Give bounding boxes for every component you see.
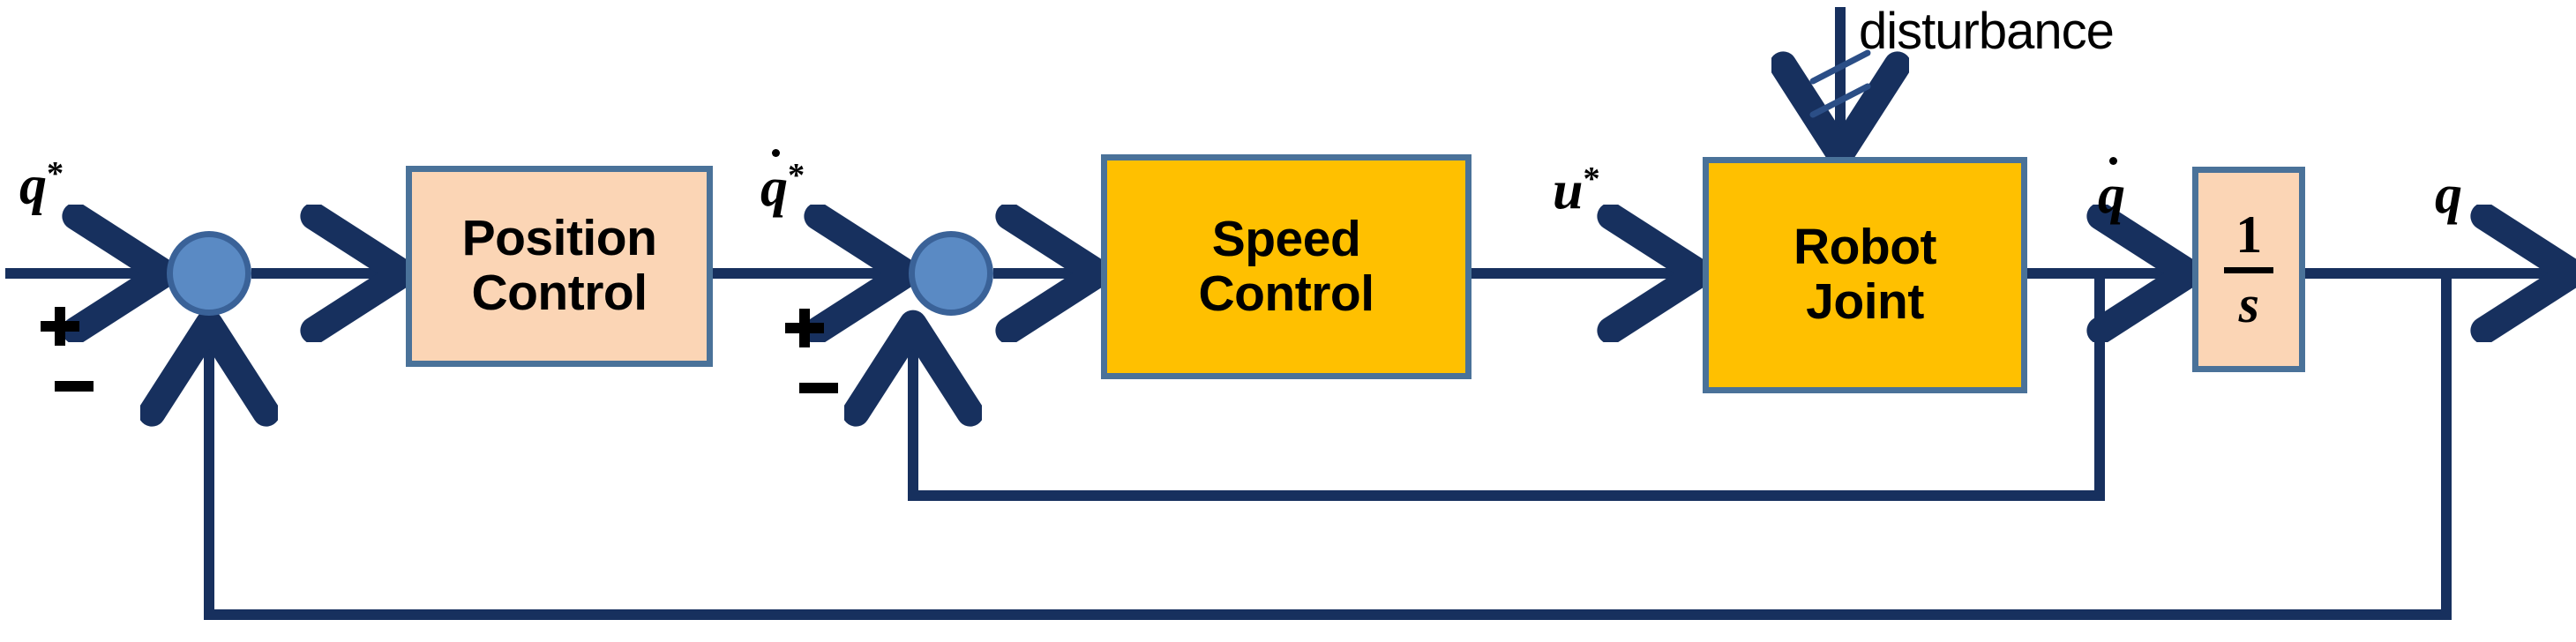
label-control-effort: u*: [1553, 160, 1600, 221]
label-reference-speed: q*: [760, 149, 805, 218]
superscript-star-reference-position: *: [47, 155, 64, 192]
block-speed-control-label-line2: Control: [1198, 265, 1374, 322]
integrator-numerator: 1: [2235, 205, 2262, 264]
block-integrator[interactable]: 1 s: [2192, 167, 2305, 372]
integrator-denominator: s: [2238, 275, 2259, 333]
block-speed-control-label-line1: Speed: [1211, 210, 1361, 267]
minus-sign-icon-sum1: [55, 381, 94, 392]
superscript-star-reference-speed: *: [788, 157, 805, 194]
dot-accent-joint-speed: q: [2098, 156, 2125, 225]
block-position-control-label-line2: Control: [471, 265, 648, 321]
plus-sign-icon-sum2: [785, 309, 824, 347]
superscript-star-control-effort: *: [1583, 160, 1600, 198]
label-joint-speed: q: [2098, 156, 2125, 225]
label-reference-position: q*: [19, 155, 64, 216]
block-robot-joint[interactable]: Robot Joint: [1703, 157, 2027, 393]
summing-junction-position-error[interactable]: [167, 231, 251, 316]
plus-sign-icon-sum1: [41, 307, 79, 346]
label-joint-position: q: [2435, 165, 2462, 225]
block-position-control[interactable]: Position Control: [406, 166, 713, 367]
block-position-control-label-line1: Position: [461, 210, 657, 267]
minus-sign-icon-sum2: [799, 383, 838, 393]
integrator-fraction: 1 s: [2224, 208, 2273, 331]
dot-accent-reference-speed: q: [760, 149, 788, 218]
fraction-bar-icon: [2224, 267, 2273, 273]
label-disturbance: disturbance: [1859, 3, 2115, 60]
block-robot-joint-label-line2: Joint: [1806, 273, 1924, 330]
block-speed-control[interactable]: Speed Control: [1101, 154, 1471, 379]
block-robot-joint-label-line1: Robot: [1793, 219, 1937, 276]
summing-junction-speed-error[interactable]: [909, 231, 993, 316]
disturbance-bus-ticks: [1809, 49, 1871, 118]
